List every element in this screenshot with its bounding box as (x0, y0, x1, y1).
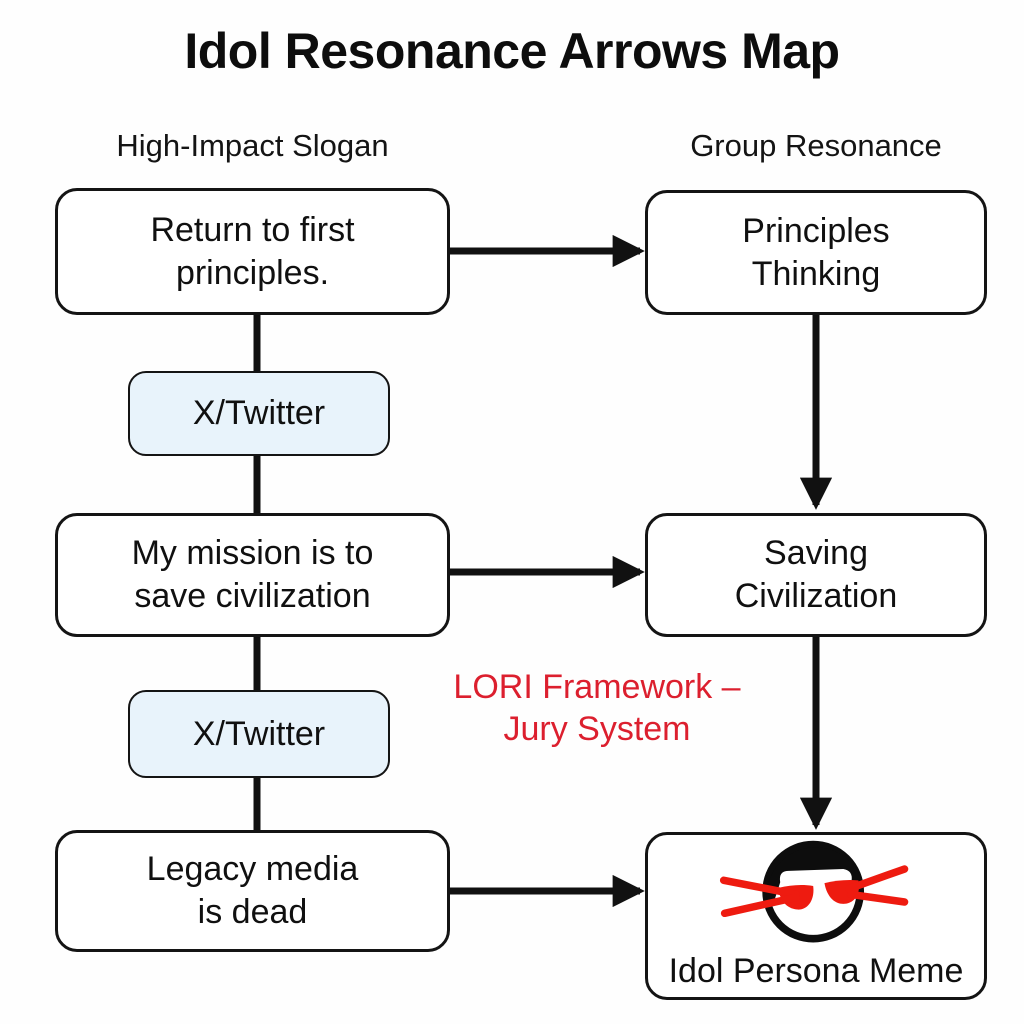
column-header-resonance: Group Resonance (690, 128, 942, 163)
node-x-twitter-1: X/Twitter (128, 371, 390, 456)
node-label-line: Civilization (734, 577, 898, 615)
node-label-line: is dead (197, 893, 308, 931)
annotation-lori-framework: LORI Framework – Jury System (397, 666, 797, 750)
node-return-to-first-principles: Return to first principles. (55, 188, 450, 315)
node-idol-persona-meme: Idol Persona Meme (645, 832, 987, 1000)
node-label-line: Return to first (150, 210, 355, 249)
node-my-mission-save-civilization: My mission is to save civilization (55, 513, 450, 637)
node-label-line: principles. (175, 253, 330, 292)
node-x-twitter-2: X/Twitter (128, 690, 390, 778)
node-principles-thinking: Principles Thinking (645, 190, 987, 315)
node-label-line: Thinking (751, 254, 881, 293)
laser-beams (719, 865, 909, 918)
column-header-slogan: High-Impact Slogan (116, 128, 389, 163)
annotation-line: LORI Framework – (453, 668, 741, 706)
node-label-line: Saving (764, 534, 868, 572)
node-saving-civilization: Saving Civilization (645, 513, 987, 637)
annotation-line: Jury System (503, 710, 691, 748)
node-label-line: Legacy media (146, 850, 359, 888)
node-label-line: Idol Persona Meme (668, 952, 964, 990)
laser-eyes-face-icon (719, 840, 909, 943)
node-label-line: X/Twitter (192, 714, 326, 753)
node-label-line: My mission is to (131, 534, 374, 572)
diagram-title: Idol Resonance Arrows Map (184, 23, 840, 79)
node-label-line: X/Twitter (192, 394, 326, 432)
node-legacy-media-is-dead: Legacy media is dead (55, 830, 450, 952)
node-label-line: save civilization (134, 577, 371, 615)
hair-shape (766, 847, 862, 915)
node-label-line: Principles (742, 211, 890, 250)
